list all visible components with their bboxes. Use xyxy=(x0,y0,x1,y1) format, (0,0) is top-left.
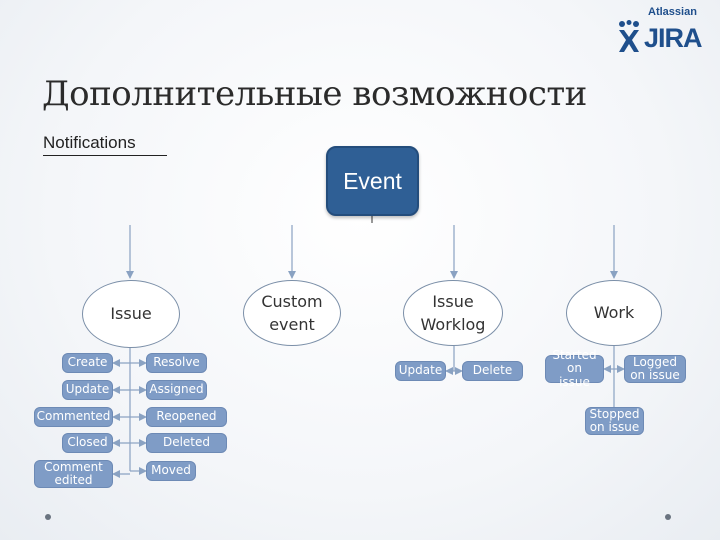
work-logged-pill: Logged on issue xyxy=(624,355,686,383)
section-subtitle: Notifications xyxy=(43,133,136,152)
issue-moved-pill: Moved xyxy=(146,461,196,481)
jira-logo-icon xyxy=(619,20,639,52)
work-started-pill: Started on issue xyxy=(545,349,604,388)
worklog-delete-pill: Delete xyxy=(462,361,523,381)
slide-bullet-right xyxy=(665,514,671,520)
page-title: Дополнительные возможности xyxy=(42,74,587,114)
custom-event-label-line2: event xyxy=(269,315,315,334)
issue-node: Issue xyxy=(82,280,180,348)
issue-resolve-pill: Resolve xyxy=(146,353,207,373)
issue-worklog-label-line2: Worklog xyxy=(420,315,486,334)
work-node-label: Work xyxy=(593,303,635,323)
issue-deleted-pill: Deleted xyxy=(146,433,227,453)
subtitle-underline xyxy=(43,155,167,156)
issue-worklog-label-line1: Issue xyxy=(432,291,474,311)
issue-reopened-pill: Reopened xyxy=(146,407,227,427)
issue-update-pill: Update xyxy=(62,380,113,400)
issue-commented-pill: Commented xyxy=(34,407,113,427)
issue-assigned-pill: Assigned xyxy=(146,380,207,400)
issue-closed-pill: Closed xyxy=(62,433,113,453)
custom-event-node: Custom event xyxy=(243,280,341,346)
issue-worklog-node: Issue Worklog xyxy=(403,280,503,346)
slide-bullet-left xyxy=(45,514,51,520)
work-node: Work xyxy=(566,280,662,346)
issue-node-label: Issue xyxy=(110,304,152,324)
atlassian-wordmark: Atlassian xyxy=(648,6,697,18)
jira-logo: Atlassian JIRA xyxy=(612,6,716,54)
worklog-update-pill: Update xyxy=(395,361,446,381)
event-node: Event xyxy=(326,146,419,216)
jira-wordmark: JIRA xyxy=(644,23,703,53)
work-stopped-pill: Stopped on issue xyxy=(585,407,644,435)
custom-event-label-line1: Custom xyxy=(261,291,323,311)
issue-comment-edited-pill: Comment edited xyxy=(34,460,113,488)
issue-create-pill: Create xyxy=(62,353,113,373)
